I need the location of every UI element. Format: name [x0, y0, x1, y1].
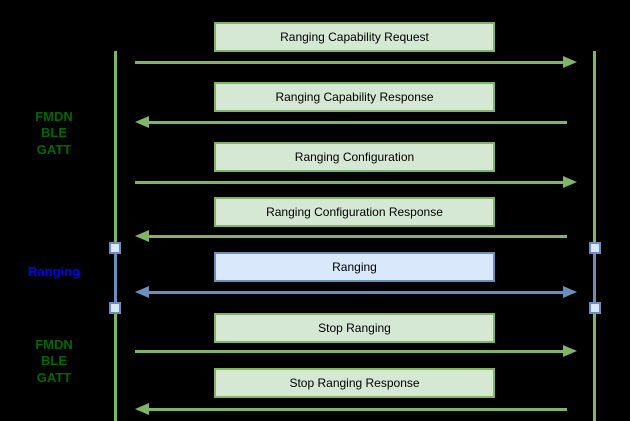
arrow-left: [135, 230, 567, 242]
phase-label-line: FMDN: [35, 109, 73, 124]
message-box-ranging-configuration: Ranging Configuration: [214, 142, 495, 172]
arrowhead-right-icon: [563, 176, 577, 188]
arrowhead-right-icon: [563, 345, 577, 357]
activation-line-left: [114, 254, 117, 302]
message-label: Stop Ranging Response: [289, 376, 420, 390]
arrow-right: [135, 56, 577, 68]
arrow-shaft: [135, 60, 564, 64]
arrowhead-left-icon: [135, 403, 149, 415]
arrow-shaft: [148, 407, 567, 411]
arrow-shaft: [148, 290, 564, 294]
message-box-ranging-configuration-response: Ranging Configuration Response: [214, 197, 495, 227]
arrowhead-left-icon: [135, 230, 149, 242]
arrowhead-left-icon: [135, 286, 149, 298]
message-box-stop-ranging: Stop Ranging: [214, 313, 495, 343]
arrowhead-right-icon: [563, 286, 577, 298]
message-label: Ranging: [332, 260, 377, 274]
message-box-ranging-capability-response: Ranging Capability Response: [214, 82, 495, 112]
arrow-shaft: [148, 234, 567, 238]
phase-label-line: FMDN: [35, 337, 73, 352]
message-box-ranging-capability-request: Ranging Capability Request: [214, 22, 495, 52]
phase-label-line: Ranging: [28, 264, 80, 279]
phase-label-line: GATT: [36, 369, 72, 385]
arrow-shaft: [135, 180, 564, 184]
arrow-bidirectional: [135, 286, 577, 298]
arrow-left: [135, 403, 567, 415]
lifeline-left: [114, 51, 117, 421]
message-label: Ranging Capability Request: [280, 30, 429, 44]
message-label: Stop Ranging: [318, 321, 391, 335]
message-label: Ranging Configuration: [294, 150, 415, 164]
phase-label-line: BLE: [41, 125, 67, 141]
phase-label-line: GATT: [36, 141, 72, 157]
lifeline-right: [593, 51, 596, 421]
phase-label-fmdn-ble-gatt-bottom: FMDN BLE GATT: [14, 337, 94, 386]
activation-marker: [109, 302, 121, 314]
message-box-ranging: Ranging: [214, 252, 495, 282]
phase-label-line: BLE: [41, 353, 67, 369]
message-label: Ranging Configuration Response: [266, 205, 443, 219]
activation-marker: [589, 242, 601, 254]
arrow-left: [135, 116, 567, 128]
arrowhead-right-icon: [563, 56, 577, 68]
activation-marker: [109, 242, 121, 254]
arrow-shaft: [135, 349, 564, 353]
activation-marker: [589, 302, 601, 314]
phase-label-fmdn-ble-gatt-top: FMDN BLE GATT: [14, 109, 94, 158]
arrowhead-left-icon: [135, 116, 149, 128]
phase-label-ranging: Ranging: [14, 264, 94, 280]
arrow-right: [135, 345, 577, 357]
activation-line-right: [593, 254, 596, 302]
arrow-right: [135, 176, 577, 188]
arrow-shaft: [148, 120, 567, 124]
message-box-stop-ranging-response: Stop Ranging Response: [214, 368, 495, 398]
message-label: Ranging Capability Response: [275, 90, 434, 104]
